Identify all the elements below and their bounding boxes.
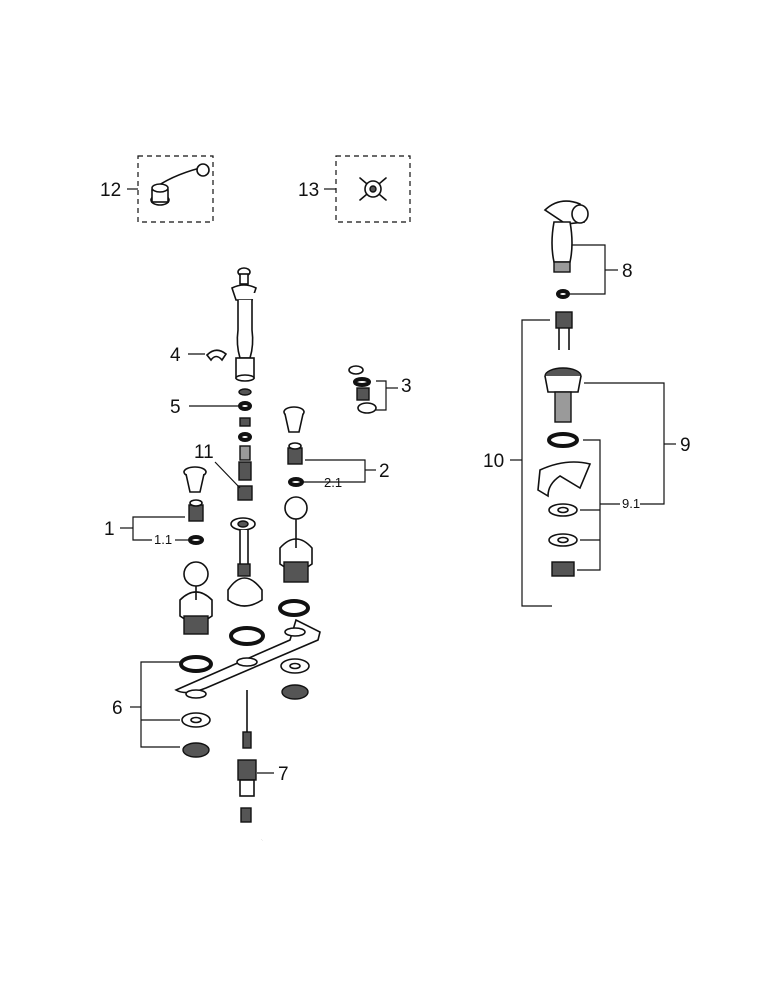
countertop-plate <box>174 618 321 699</box>
lever-handle-icon <box>150 163 210 206</box>
callout-1: 1 <box>104 519 115 540</box>
callout-5: 5 <box>170 397 181 418</box>
side-spray-icon <box>543 200 589 299</box>
callout-4: 4 <box>170 345 181 366</box>
part-7-connector[interactable]: 7 <box>237 759 289 797</box>
part-10-hose[interactable]: 10 <box>240 311 573 846</box>
callout-8: 8 <box>622 261 633 282</box>
part-6-mounting-set[interactable]: 6 <box>112 661 180 748</box>
callout-2: 2 <box>379 461 390 482</box>
spout[interactable] <box>231 267 364 382</box>
callout-2-1: 2.1 <box>324 475 342 490</box>
faucet-bridge-body[interactable] <box>190 509 301 607</box>
part-12-lever-handle[interactable]: 12 <box>100 155 214 223</box>
callout-3: 3 <box>401 376 412 397</box>
callout-10: 10 <box>483 451 504 472</box>
callout-7: 7 <box>278 764 289 785</box>
callout-11: 11 <box>194 442 214 463</box>
lift-rod[interactable] <box>242 690 252 749</box>
callout-12: 12 <box>100 180 121 201</box>
part-3-aerator[interactable]: 3 <box>353 376 412 414</box>
cross-handle-icon <box>359 177 387 201</box>
part-4-clip[interactable]: 4 <box>170 345 228 366</box>
right-valve-body[interactable] <box>279 406 313 583</box>
part-2-valve[interactable]: 2 2.1 <box>302 459 390 490</box>
callout-9: 9 <box>680 435 691 456</box>
washers-and-nuts[interactable] <box>181 658 310 758</box>
part-9-spray-holder[interactable]: 9 9.1 <box>537 367 691 577</box>
part-11-nut[interactable]: 11 <box>194 442 253 501</box>
part-13-cross-handle[interactable]: 13 <box>298 155 411 223</box>
callout-9-1: 9.1 <box>622 496 640 511</box>
mounting-rings[interactable] <box>179 599 310 673</box>
callout-6: 6 <box>112 698 123 719</box>
left-valve-body[interactable] <box>179 466 213 635</box>
part-5-spout-stack[interactable]: 5 <box>170 388 252 481</box>
callout-13: 13 <box>298 180 319 201</box>
part-1-valve[interactable]: 1 1.1 <box>104 516 188 547</box>
side-spray[interactable]: 8 <box>543 200 633 299</box>
callout-1-1: 1.1 <box>154 532 172 547</box>
